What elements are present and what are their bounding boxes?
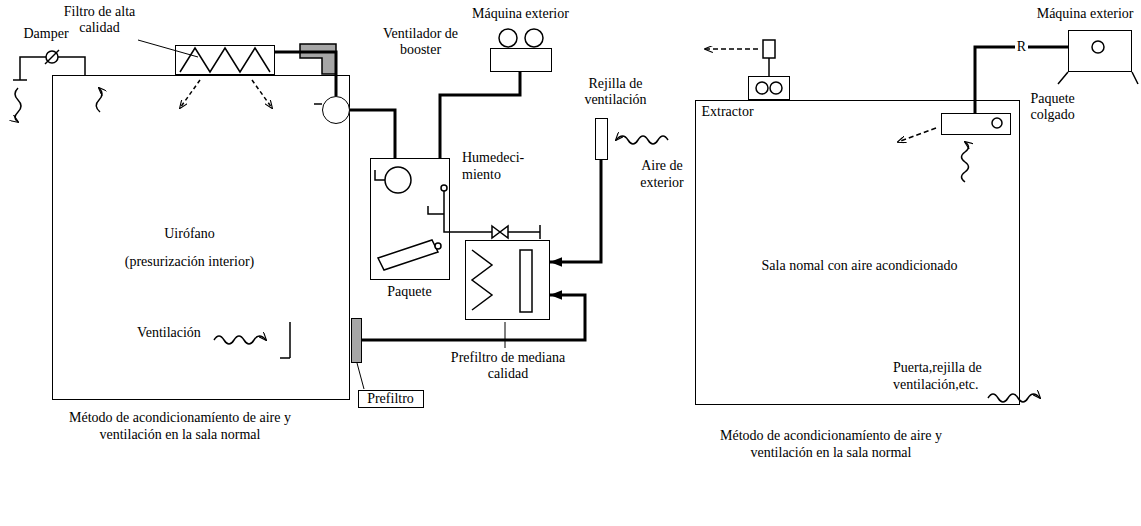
supply-air-arrow [898, 128, 936, 142]
fan-outlet [314, 103, 322, 105]
airflow-arrow [962, 142, 969, 182]
node-text: (presurización interior) [65, 254, 315, 271]
connector [275, 52, 336, 96]
extractor: Extractor [748, 76, 790, 100]
fan-symbol [756, 82, 768, 94]
connector [350, 110, 395, 158]
connector [550, 160, 601, 262]
fan-symbol [499, 29, 517, 47]
humidifier-nozzle [441, 185, 447, 191]
duct-end [13, 79, 27, 81]
label-text: Damper [10, 26, 82, 43]
supply-air-arrow [180, 80, 200, 108]
fan-symbol [770, 82, 782, 94]
caption-text: Método de acondicionamíento de aire y ve… [40, 410, 320, 444]
medium-prefilter: Prefiltro de mediana calidad [465, 240, 550, 320]
caption-text: Método de acondicionamíento de aire y ve… [700, 428, 962, 462]
valve-symbol [492, 226, 508, 238]
fan-outlet [375, 170, 385, 180]
airflow-arrow [15, 88, 21, 122]
edge-label: R [1015, 39, 1028, 54]
airflow-arrow [616, 136, 668, 144]
normal-room: Sala nomal con aire acondicionado Paquete… [695, 100, 1020, 405]
booster-fan: Ventilador de booster [322, 96, 350, 124]
node-text: Paquete colgado [1031, 91, 1097, 125]
leader-line [357, 363, 364, 389]
node-text: Rejilla de ventilación [568, 76, 664, 110]
node-text: Ventilador de booster [378, 26, 464, 60]
node-text: Uirófano [90, 226, 290, 243]
damper-blade [45, 50, 59, 64]
connector [440, 72, 520, 158]
coil-joint [435, 243, 441, 249]
unit-symbol [992, 118, 1002, 128]
node-text: Paquete [364, 284, 456, 301]
label-text: Ventilación [126, 325, 212, 342]
outdoor-unit: Máquina exterior [490, 48, 552, 72]
supply-air-arrow [252, 80, 272, 108]
node-text: Prefiltro de mediana calidad [436, 350, 581, 384]
node-text: Máquina exterior [462, 6, 580, 23]
vent-grille [280, 322, 290, 358]
unit-stand [1058, 72, 1138, 84]
humidifier-pipe [428, 191, 540, 232]
filter-panel [520, 250, 532, 312]
operating-room: Uirófano (presurización interior) [52, 75, 350, 400]
pipe-end [539, 225, 541, 239]
fan-symbol [525, 29, 543, 47]
airflow-arrow [214, 336, 266, 344]
hepa-filter: Filtro de alta calidad [175, 45, 275, 75]
unit-symbol [1092, 41, 1104, 53]
label-text: Humedeci- miento [462, 150, 528, 184]
leader-line [505, 322, 506, 348]
suspended-package: Paquete colgado [941, 113, 1011, 135]
fan-symbol [385, 167, 411, 193]
exhaust-duct [768, 58, 770, 76]
duct-elbow [300, 44, 336, 74]
airflow-arrow [96, 88, 102, 112]
exhaust-arrow [705, 48, 758, 50]
node-text: Prefiltro [358, 390, 424, 409]
outdoor-unit: Máquina exterior [1068, 30, 1132, 72]
label-text: Aire de exterior [624, 158, 700, 192]
coil-symbol [378, 240, 438, 270]
airflow-arrow [988, 394, 1040, 402]
ventilation-grille: Rejilla de ventilación [595, 118, 608, 160]
damper-symbol [46, 51, 58, 63]
node-text: Máquina exterior [1022, 6, 1134, 23]
node-text: Extractor [702, 104, 782, 121]
connector [362, 295, 585, 340]
filter-media [180, 48, 270, 72]
leader-line [138, 40, 198, 57]
node-text: Sala nomal con aire acondicionado [740, 258, 980, 275]
label-text: Puerta,rejilla de ventilación,etc. [893, 360, 1015, 394]
package-unit: Paquete [370, 158, 450, 280]
exhaust-hood [763, 40, 775, 58]
filter-media [472, 250, 492, 310]
prefilter: Prefiltro [351, 318, 362, 363]
